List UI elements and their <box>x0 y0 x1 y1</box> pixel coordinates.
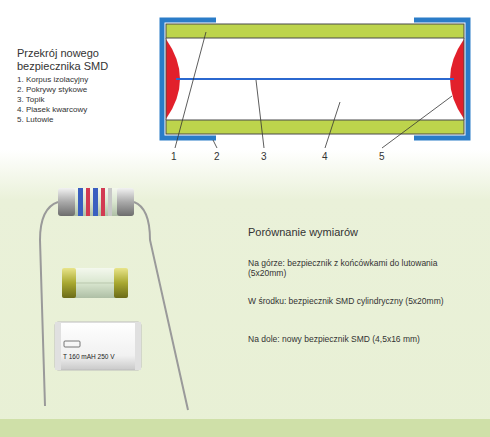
section-heading: Przekrój nowego bezpiecznika SMD <box>17 47 127 73</box>
note: W środku: bezpiecznik SMD cylindryczny (… <box>248 296 453 306</box>
callout-number: 5 <box>379 151 385 163</box>
note: Na dole: nowy bezpiecznik SMD (4,5x16 mm… <box>248 334 473 344</box>
section-heading: Porównanie wymiarów <box>248 226 358 239</box>
fuse-marking: T 160 mAH 250 V <box>63 353 115 361</box>
callout-number: 3 <box>261 151 267 163</box>
note: Na górze: bezpiecznik z końcówkami do lu… <box>248 258 453 278</box>
part-name: 1. Korpus izolacyjny <box>17 75 88 85</box>
part-name: 5. Lutowie <box>17 115 53 125</box>
part-name: 4. Piasek kwarcowy <box>17 105 87 115</box>
callout-number: 4 <box>322 151 328 163</box>
part-name: 3. Topik <box>17 95 44 105</box>
callout-number: 2 <box>214 151 220 163</box>
part-name: 2. Pokrywy stykowe <box>17 85 87 95</box>
callout-number: 1 <box>171 151 177 163</box>
